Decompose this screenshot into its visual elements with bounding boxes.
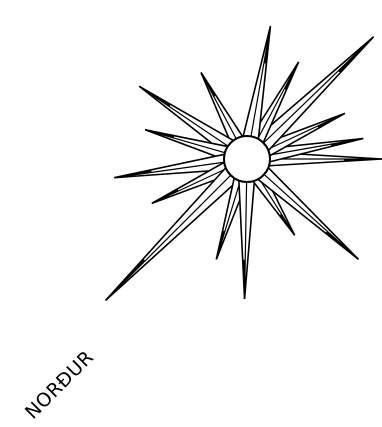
star-ray-spine [106,172,235,301]
star-ray-spine [260,171,358,259]
star-center-circle [224,136,270,182]
nordur-label: NORÐUR [21,346,98,423]
